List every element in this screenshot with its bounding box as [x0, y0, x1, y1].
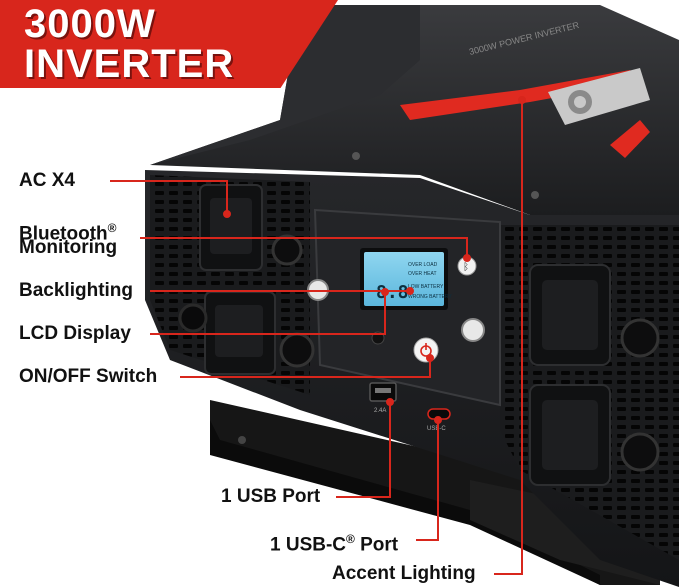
bluetooth-button[interactable]: ᛒ [457, 256, 477, 276]
brand-logo [548, 68, 650, 125]
callout-accent-lighting: Accent Lighting [332, 564, 476, 584]
lcd-reading: 8.8 [376, 282, 409, 303]
usb-port-label: 2.4A [374, 408, 386, 414]
banner-title-line1: 3000W [24, 2, 156, 46]
callout-usbc-port: 1 USB-C® Port [270, 529, 398, 555]
callout-backlighting-text: Backlighting [19, 280, 134, 301]
side-port [178, 303, 208, 333]
callout-usbc-text: 1 USB-C [270, 534, 347, 556]
callout-accent-text: Accent Lighting [332, 563, 476, 584]
lcd-indicator: OVER HEAT [408, 271, 437, 277]
ac-outlet-3 [529, 264, 611, 366]
accent-lighting-strip [400, 70, 640, 120]
lcd-screen: 8.8 OVER LOAD OVER HEAT LOW BATTERY WRON… [360, 248, 452, 310]
callout-lcd-text: LCD Display [19, 323, 131, 344]
callout-lcd-display: LCD Display [19, 324, 131, 344]
banner-title-line2: INVERTER [24, 42, 235, 86]
callout-usb-port: 1 USB Port [221, 487, 320, 507]
usbc-port-label: USB-C [427, 426, 446, 432]
callout-monitoring-text: Monitoring [19, 237, 118, 258]
callout-lines [110, 96, 526, 575]
callout-usb-text: 1 USB Port [221, 486, 321, 507]
breaker-knob [620, 318, 660, 358]
registered-mark: ® [107, 221, 117, 235]
callout-bluetooth: Bluetooth® [19, 218, 117, 244]
callout-ac-outlets: AC X4 [19, 171, 75, 191]
lcd-indicator: LOW BATTERY [408, 284, 444, 290]
lcd-indicator: WRONG BATTERY [408, 294, 452, 300]
callout-backlighting: Backlighting [19, 281, 133, 301]
title-banner: 3000W INVERTER [0, 0, 338, 88]
breaker-knob [279, 332, 315, 368]
callout-onoff-text: ON/OFF Switch [19, 366, 158, 387]
breaker-knob [620, 432, 660, 472]
ac-outlet-1 [199, 184, 263, 271]
callout-usbc-suffix: Port [354, 534, 399, 556]
power-button[interactable] [413, 337, 439, 363]
ac-outlet-4 [529, 384, 611, 486]
terminal-screw [461, 318, 485, 342]
registered-mark: ® [346, 532, 355, 546]
breaker-knob [271, 234, 303, 266]
usb-a-port: 2.4A [369, 382, 397, 414]
usb-c-port: USB-C [427, 408, 451, 432]
bluetooth-icon: ᛒ [463, 262, 469, 273]
callout-ac-text: AC X4 [19, 170, 75, 191]
callout-onoff-switch: ON/OFF Switch [19, 367, 157, 387]
callout-bluetooth-text: Bluetooth [19, 223, 108, 245]
callout-monitoring: Monitoring [19, 238, 117, 258]
lcd-indicator: OVER LOAD [408, 262, 438, 268]
